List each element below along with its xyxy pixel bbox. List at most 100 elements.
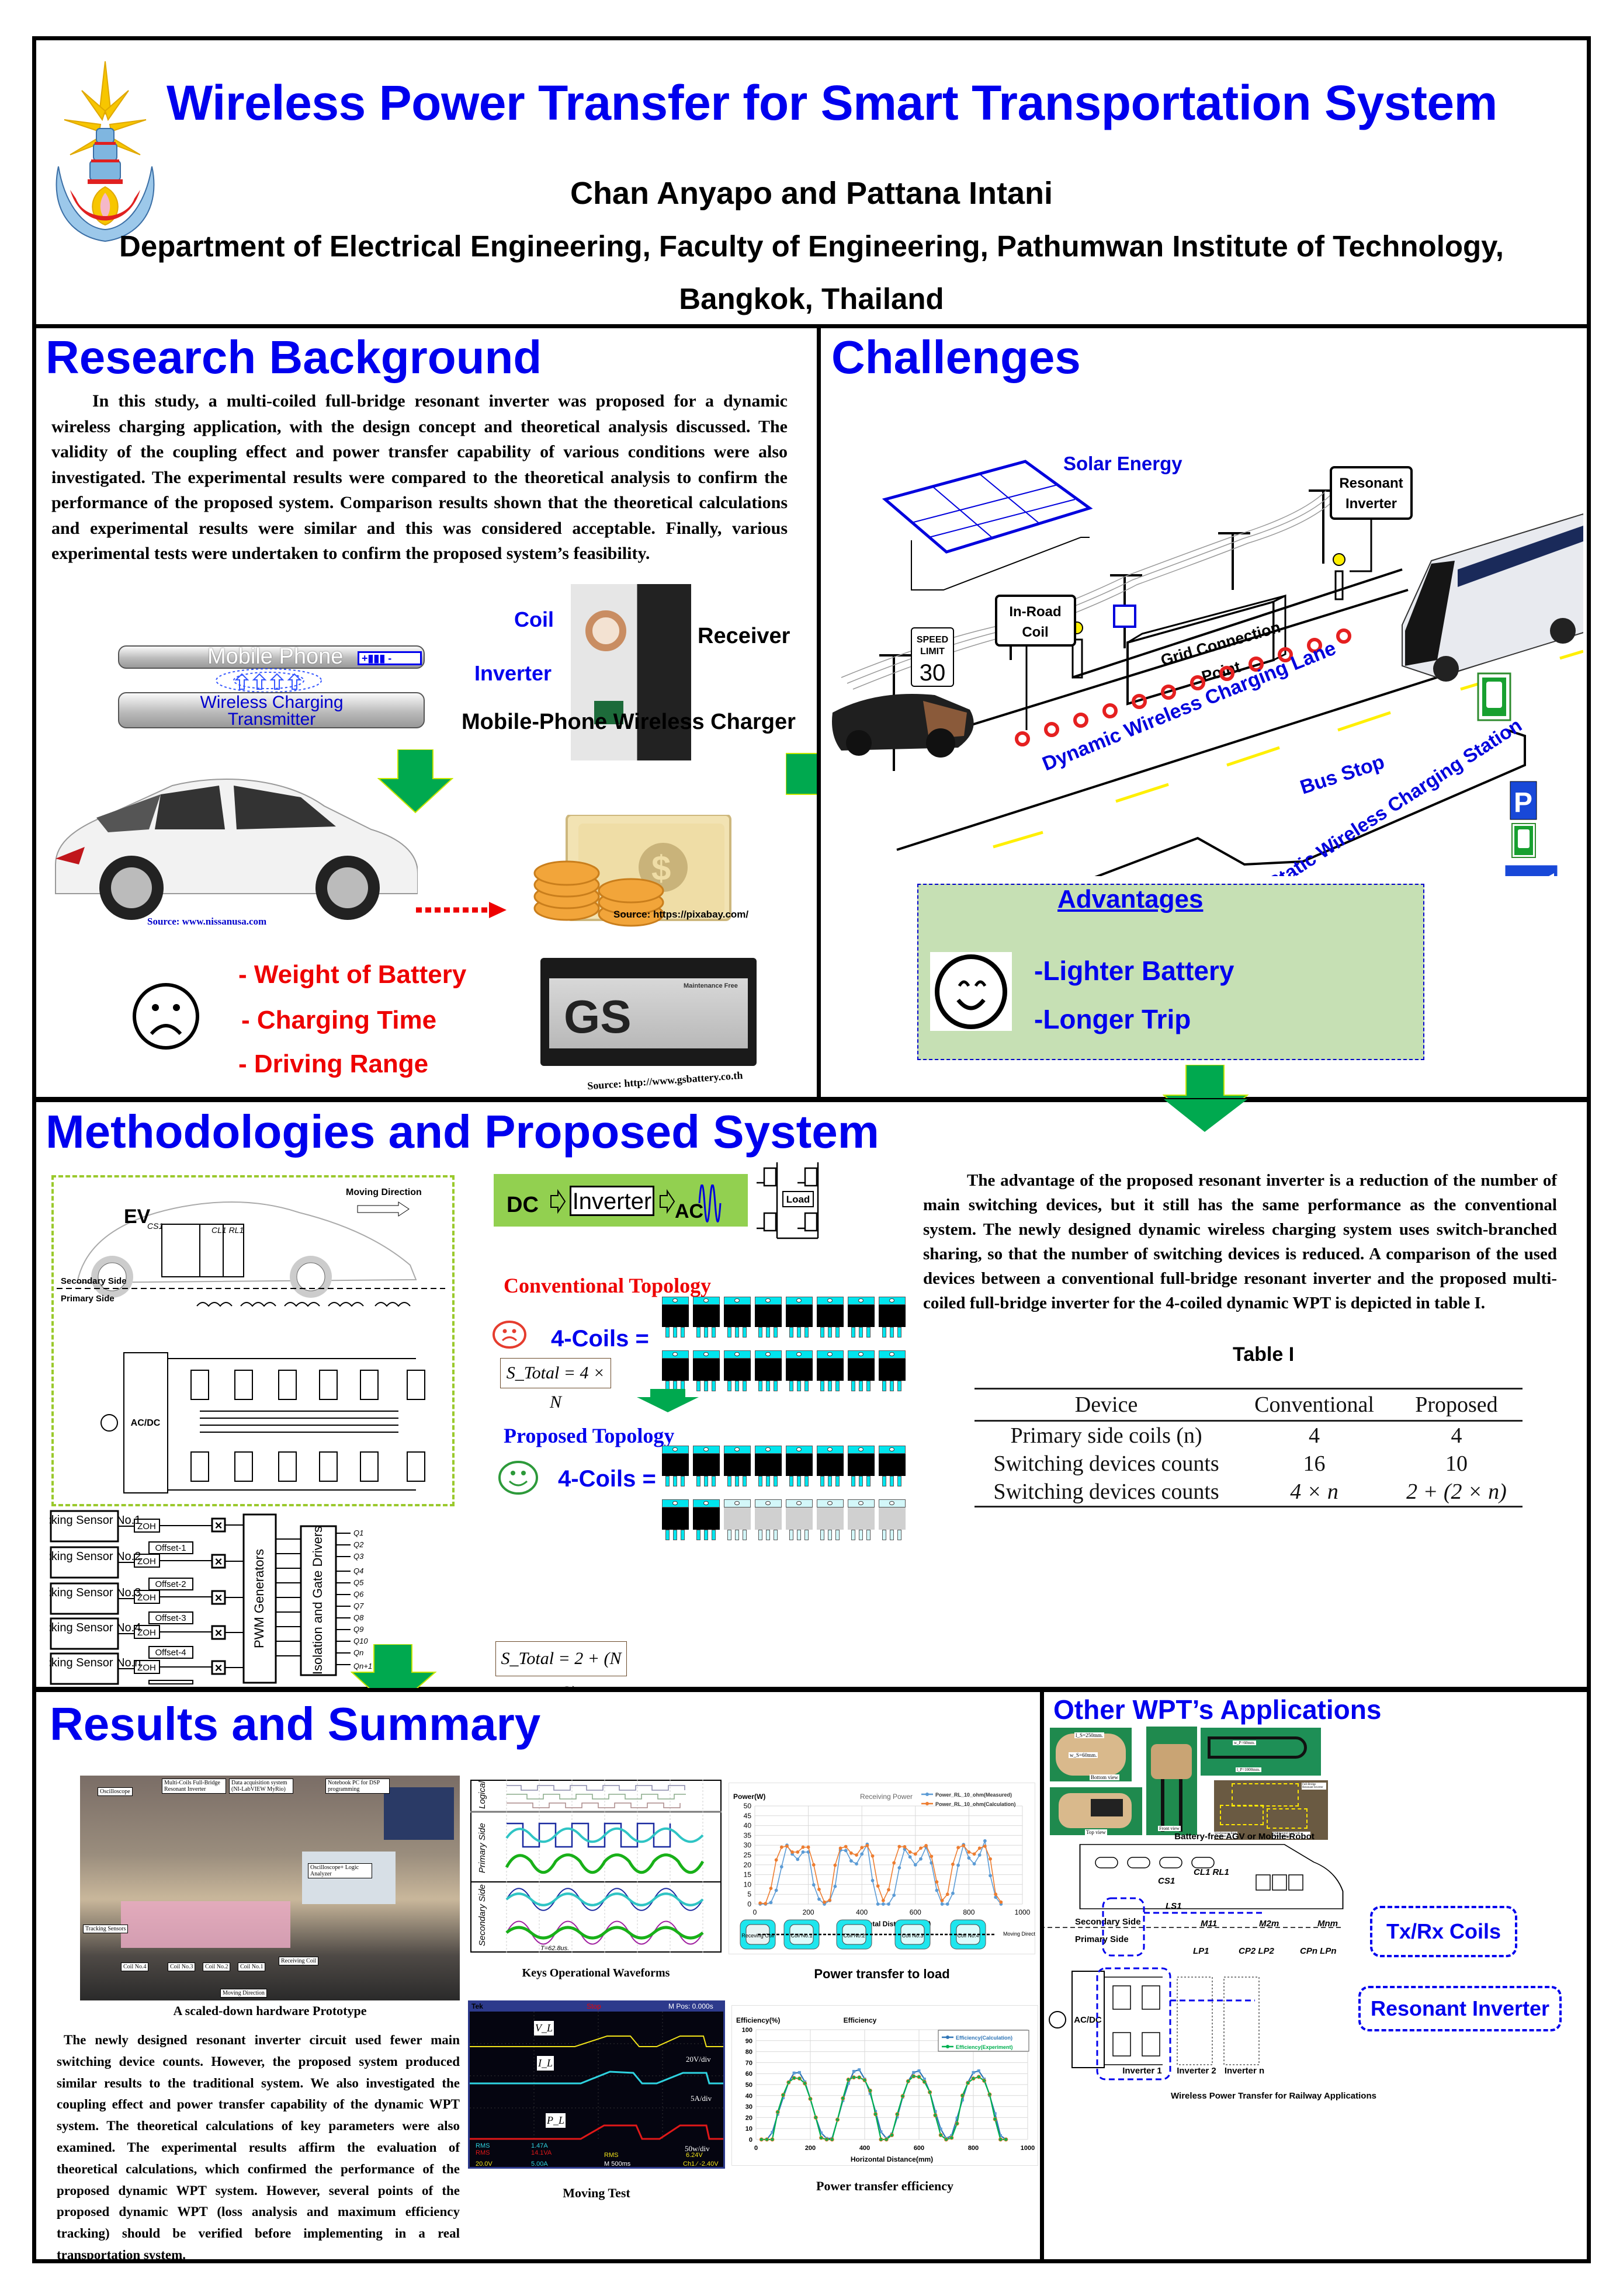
tracking-sensor-1: Tracking Sensor No.1: [50, 1514, 141, 1527]
ch2-scale: 5.00A: [531, 2160, 548, 2168]
smart-road-illustration: Grid Connection Point Resonant Inverter …: [832, 453, 1583, 876]
data-point: [900, 2094, 905, 2099]
conventional-topology-title: Conventional Topology: [504, 1274, 712, 1297]
data-point: [873, 2112, 878, 2117]
table-cell: 4 × n: [1290, 1479, 1338, 1504]
switching-device-icon: [848, 1350, 875, 1391]
output-q3: Q3: [353, 1552, 364, 1561]
svg-text:×: ×: [215, 1625, 223, 1640]
x-tick-label: 200: [803, 1908, 814, 1916]
data-point: [771, 2131, 774, 2134]
railway-caption: Wireless Power Transfer for Railway Appl…: [1171, 2091, 1376, 2101]
output-q5: Q5: [353, 1578, 364, 1587]
data-point: [972, 1862, 976, 1866]
data-point: [806, 1845, 810, 1849]
output-q7: Q7: [353, 1602, 364, 1610]
data-point: [764, 1902, 768, 1905]
oscilloscope-screen: Tek Stop M Pos: 0.000s V_L I_L P_L 20V/d…: [468, 2000, 725, 2169]
data-point: [808, 2096, 813, 2101]
logical-switches-label: Logical Switches: [477, 1780, 487, 1809]
table-cell: 10: [1445, 1451, 1468, 1476]
vl-label: V_L: [534, 2021, 554, 2036]
control-block-diagram: Tracking Sensor No.1 Tracking Sensor No.…: [50, 1510, 372, 1685]
data-point: [983, 1839, 987, 1843]
legend-label: Efficiency(Calculation): [956, 2035, 1012, 2041]
scope-state: Stop: [587, 2002, 601, 2010]
battery-indicator-icon: +▮▮▮ -: [358, 651, 422, 665]
y-tick-label: 30: [745, 2104, 752, 2111]
switching-device-icon: [817, 1446, 844, 1486]
switching-device-icon: [786, 1446, 813, 1486]
data-point: [797, 2071, 801, 2074]
down-arrow-icon: [377, 749, 453, 814]
data-point: [786, 2080, 791, 2085]
svg-text:CPn LPn: CPn LPn: [1300, 1946, 1337, 1956]
data-point: [917, 2069, 921, 2072]
data-point: [972, 1852, 976, 1856]
inverter-n-label: Inverter n: [1225, 2066, 1264, 2076]
resonant-inverter-label: Resonant: [1339, 475, 1403, 491]
y-tick-label: 25: [744, 1851, 752, 1859]
rms-power: 14.1VA: [531, 2149, 552, 2156]
primary-side-waveform-label: Primary Side: [477, 1823, 487, 1873]
series-line: [760, 1845, 1002, 1904]
data-point: [851, 2075, 856, 2080]
data-point: [884, 2137, 889, 2142]
data-point: [812, 1863, 816, 1867]
efficiency-chart-caption: Power transfer efficiency: [816, 2179, 953, 2193]
data-point: [765, 2137, 769, 2142]
resonant-inverter-callout-label: Resonant Inverter: [1370, 1996, 1550, 2020]
data-point: [819, 2135, 824, 2140]
zoh-block: ZOH: [137, 1522, 156, 1531]
inverter-2-label: Inverter 2: [1177, 2066, 1216, 2076]
zoh-block: ZOH: [137, 1557, 156, 1566]
x-axis-label: Horizontal Distance(mm): [851, 2155, 933, 2163]
legend-marker: [925, 1793, 929, 1796]
battery-image: GS Maintenance Free: [540, 958, 757, 1066]
agv-bottom-view-photo: l_S=250mm. w_S=60mm. Bottom view: [1050, 1728, 1132, 1781]
data-point: [977, 2069, 980, 2072]
data-point: [801, 1845, 805, 1849]
switching-device-icon: [848, 1446, 875, 1486]
y-tick-label: 20: [745, 2114, 752, 2121]
chart-title: Receiving Power: [860, 1793, 913, 1801]
table-header: Proposed: [1390, 1388, 1523, 1422]
data-point: [844, 1849, 848, 1853]
data-point: [955, 2116, 959, 2120]
agv-top-view-photo: Top view: [1050, 1787, 1142, 1835]
y-tick-label: 20: [744, 1861, 752, 1869]
table-title: Table I: [1233, 1343, 1295, 1366]
data-point: [939, 2127, 942, 2131]
switching-device-icon: [693, 1446, 720, 1486]
data-point: [919, 1846, 923, 1850]
methodologies-title: Methodologies and Proposed System: [46, 1106, 879, 1158]
secondary-side-waveform-label: Secondary Side: [477, 1884, 487, 1946]
svg-text:×: ×: [215, 1590, 223, 1605]
table-cell: Switching devices counts: [993, 1479, 1219, 1504]
data-point: [917, 2075, 921, 2079]
data-point: [847, 2082, 850, 2085]
scope-readout: RMS 1.47A RMS 14.1VA RMS 6.24V 20.0V 5.0…: [470, 2141, 723, 2168]
tracking-sensor-2: Tracking Sensor No.2: [50, 1550, 141, 1563]
switching-device-icon: [786, 1350, 813, 1391]
data-point: [803, 2081, 807, 2086]
data-point: [913, 1863, 917, 1867]
legend-marker: [946, 2036, 949, 2039]
svg-text:LP1: LP1: [1193, 1946, 1209, 1956]
data-point: [775, 2110, 780, 2114]
data-point: [876, 1884, 880, 1888]
conventional-formula: S_Total = 4 × N: [500, 1358, 611, 1412]
header-panel: [32, 36, 1591, 328]
data-point: [972, 2071, 975, 2074]
offset-1: Offset-1: [155, 1543, 186, 1553]
y-tick-label: 10: [745, 2125, 752, 2132]
proposed-topology-title: Proposed Topology: [504, 1424, 675, 1447]
data-point: [785, 1844, 789, 1848]
data-point: [792, 2071, 796, 2075]
y-tick-label: 40: [745, 2093, 752, 2100]
x-tick-label: 400: [859, 2145, 870, 2152]
happy-face-icon: [930, 952, 1012, 1031]
bus-stop-sign-icon: [1477, 672, 1511, 721]
prototype-label: Coil No.2: [203, 1962, 231, 1971]
